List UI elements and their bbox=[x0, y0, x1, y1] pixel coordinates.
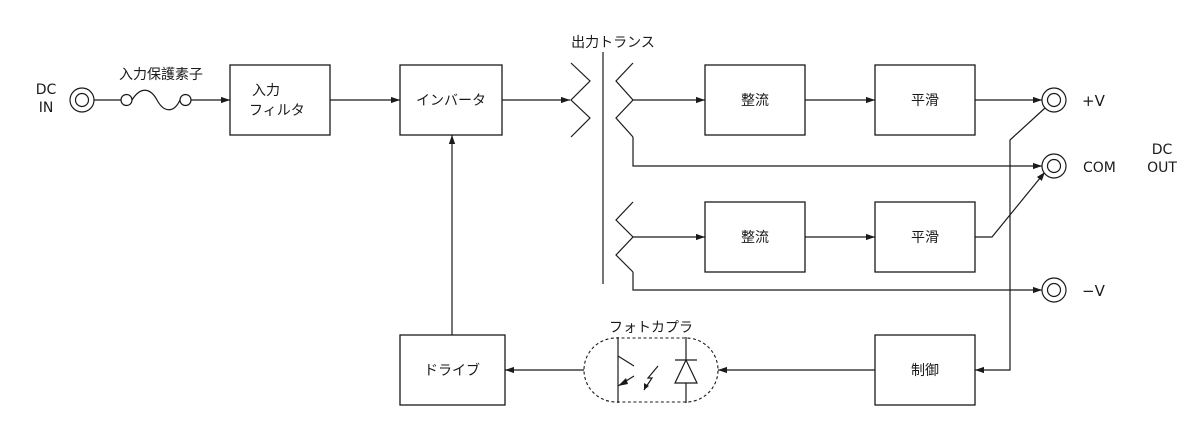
plus-v-label: +V bbox=[1082, 92, 1106, 110]
plus-v-feedback-wire bbox=[975, 107, 1046, 374]
smoothing-block-lower bbox=[874, 201, 976, 273]
dc-out-label-line1: DC bbox=[1152, 142, 1173, 158]
photocoupler-symbol bbox=[583, 337, 719, 403]
control-block bbox=[874, 334, 976, 406]
transformer-symbol bbox=[570, 52, 634, 284]
input-filter-block bbox=[229, 64, 331, 136]
rectifier-block-lower bbox=[704, 201, 806, 273]
drive-label: ドライブ bbox=[424, 362, 480, 379]
rectifier-label-upper: 整流 bbox=[741, 93, 769, 109]
inverter-label: インバータ bbox=[416, 93, 486, 109]
smoothing-label-upper: 平滑 bbox=[911, 92, 939, 109]
dc-in-label-line2: IN bbox=[39, 100, 54, 116]
com-terminal bbox=[1041, 153, 1067, 179]
rectifier-label-lower: 整流 bbox=[741, 230, 769, 246]
drive-block bbox=[399, 334, 506, 406]
input-filter-label-line1: 入力 bbox=[252, 83, 280, 99]
photocoupler-label: フォトカプラ bbox=[609, 320, 693, 336]
transformer-label: 出力トランス bbox=[571, 35, 655, 51]
rectifier-block-upper bbox=[704, 64, 806, 136]
dc-in-label-line1: DC bbox=[36, 82, 57, 98]
dc-in-terminal bbox=[69, 87, 95, 113]
lower-smoothing-to-com-wire bbox=[975, 171, 1046, 238]
input-filter-label-line2: フィルタ bbox=[249, 103, 305, 119]
secondary-to-com-wire bbox=[632, 137, 1042, 170]
minus-v-terminal bbox=[1041, 277, 1067, 303]
control-label: 制御 bbox=[911, 363, 939, 379]
fuse-symbol bbox=[94, 89, 230, 111]
fuse-label: 入力保護素子 bbox=[119, 67, 203, 83]
dc-out-label-line2: OUT bbox=[1147, 160, 1177, 176]
smoothing-label-lower: 平滑 bbox=[911, 229, 939, 246]
secondary-to-minus-v-wire bbox=[632, 272, 1042, 294]
plus-v-terminal bbox=[1041, 87, 1067, 113]
minus-v-label: −V bbox=[1082, 282, 1106, 300]
com-label: COM bbox=[1083, 160, 1116, 176]
